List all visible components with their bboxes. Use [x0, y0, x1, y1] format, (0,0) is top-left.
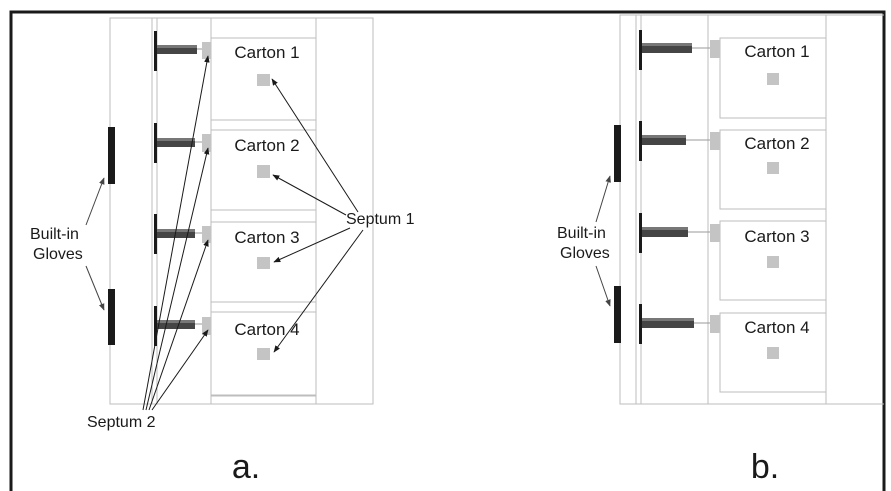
- panel-a-carton-box: [210, 221, 317, 303]
- panel-a-septum-2-label: Septum 2: [87, 414, 156, 431]
- panel-a-sleeve-2: [154, 123, 211, 163]
- panel-a-carton-2-label: Carton 2: [234, 136, 299, 155]
- panel-a-septum-1-marker: [257, 257, 270, 269]
- panel-a-septum-2-arrow: [145, 147, 210, 411]
- panel-a-septum-1-arrow: [271, 78, 359, 213]
- panel-a-septum-1-marker: [257, 165, 270, 178]
- panel-a-carton-box: [210, 311, 317, 397]
- panel-a-septum-2-arrow: [151, 329, 209, 411]
- panel-a-septum-2-marker: [202, 134, 211, 152]
- panel-a-septum-1-marker: [257, 74, 270, 86]
- panel-b-carton-box: [719, 129, 827, 210]
- panel-b-carton-marker: [767, 162, 779, 174]
- panel-a-septum-2-arrow: [142, 55, 210, 411]
- panel-a-septum-2-arrow: [148, 239, 209, 411]
- panel-a-sleeve-1: [154, 31, 211, 71]
- panel-a-septum-1-arrow: [273, 229, 364, 353]
- panel-a-sleeve-3: [154, 214, 211, 254]
- panel-a-sleeve-4: [154, 306, 211, 346]
- panel-b: Carton 1 Carton 2 Carton 3 Carton 4 Buil…: [557, 14, 884, 486]
- panel-a-septum-1-arrow: [272, 174, 347, 216]
- panel-b-septum-marker: [710, 40, 720, 58]
- panel-a-gloves-label-line-2: Gloves: [33, 246, 83, 263]
- panel-a: Carton 1 Carton 2 Carton 3 Carton 4 Buil…: [30, 17, 415, 486]
- panel-a-septum-1-marker: [257, 348, 270, 360]
- panel-b-gloves-label-line-2: Gloves: [560, 245, 610, 262]
- panel-a-septum-1-arrow: [273, 227, 351, 263]
- panel-b-carton-box: [719, 220, 827, 301]
- panel-b-gloves-arrow-up: [595, 175, 611, 223]
- panel-b-carton-marker: [767, 73, 779, 85]
- panel-b-septum-marker: [710, 315, 720, 333]
- panel-a-septum-1-label: Septum 1: [346, 211, 415, 228]
- panel-b-sleeve-4: [639, 304, 720, 344]
- panel-a-caption: a.: [232, 448, 260, 486]
- panel-b-sleeve-3: [639, 213, 720, 253]
- panel-a-carton-3-label: Carton 3: [234, 228, 299, 247]
- panel-b-carton-box: [719, 312, 827, 393]
- panel-a-gloves-label-line-1: Built-in: [30, 226, 79, 243]
- panel-b-sleeve-1: [639, 30, 720, 70]
- panel-a-outer-wall: [109, 17, 374, 405]
- panel-a-septum-2-marker: [202, 42, 211, 59]
- panel-b-carton-1-label: Carton 1: [744, 42, 809, 61]
- panel-b-gloves-label-line-1: Built-in: [557, 225, 606, 242]
- panel-b-carton-marker: [767, 256, 779, 268]
- panel-a-gloves-arrow-up: [85, 177, 105, 226]
- panel-a-carton-1-label: Carton 1: [234, 43, 299, 62]
- panel-a-carton-4-label: Carton 4: [234, 320, 299, 339]
- panel-a-gloves-arrow-down: [85, 265, 105, 311]
- panel-b-carton-box: [719, 37, 827, 119]
- panel-a-carton-box: [210, 129, 317, 211]
- panel-a-septum-2-marker: [202, 226, 211, 243]
- panel-a-septum-2-marker: [202, 317, 211, 335]
- figure-frame: [9, 10, 886, 491]
- panel-b-gloves-arrow-down: [595, 265, 611, 307]
- panel-b-carton-2-label: Carton 2: [744, 134, 809, 153]
- panel-a-glove-lower: [108, 289, 115, 345]
- panel-b-septum-marker: [710, 224, 720, 242]
- panel-a-glove-upper: [108, 127, 115, 184]
- panel-b-sleeve-2: [639, 121, 720, 161]
- panel-b-carton-3-label: Carton 3: [744, 227, 809, 246]
- panel-b-caption: b.: [751, 448, 779, 486]
- panel-b-carton-marker: [767, 347, 779, 359]
- panel-b-septum-marker: [710, 132, 720, 150]
- panel-a-carton-box: [210, 37, 317, 121]
- panel-b-outer-wall: [619, 14, 884, 405]
- panel-b-glove-upper: [614, 125, 621, 182]
- panel-b-glove-lower: [614, 286, 621, 343]
- panel-b-carton-4-label: Carton 4: [744, 318, 809, 337]
